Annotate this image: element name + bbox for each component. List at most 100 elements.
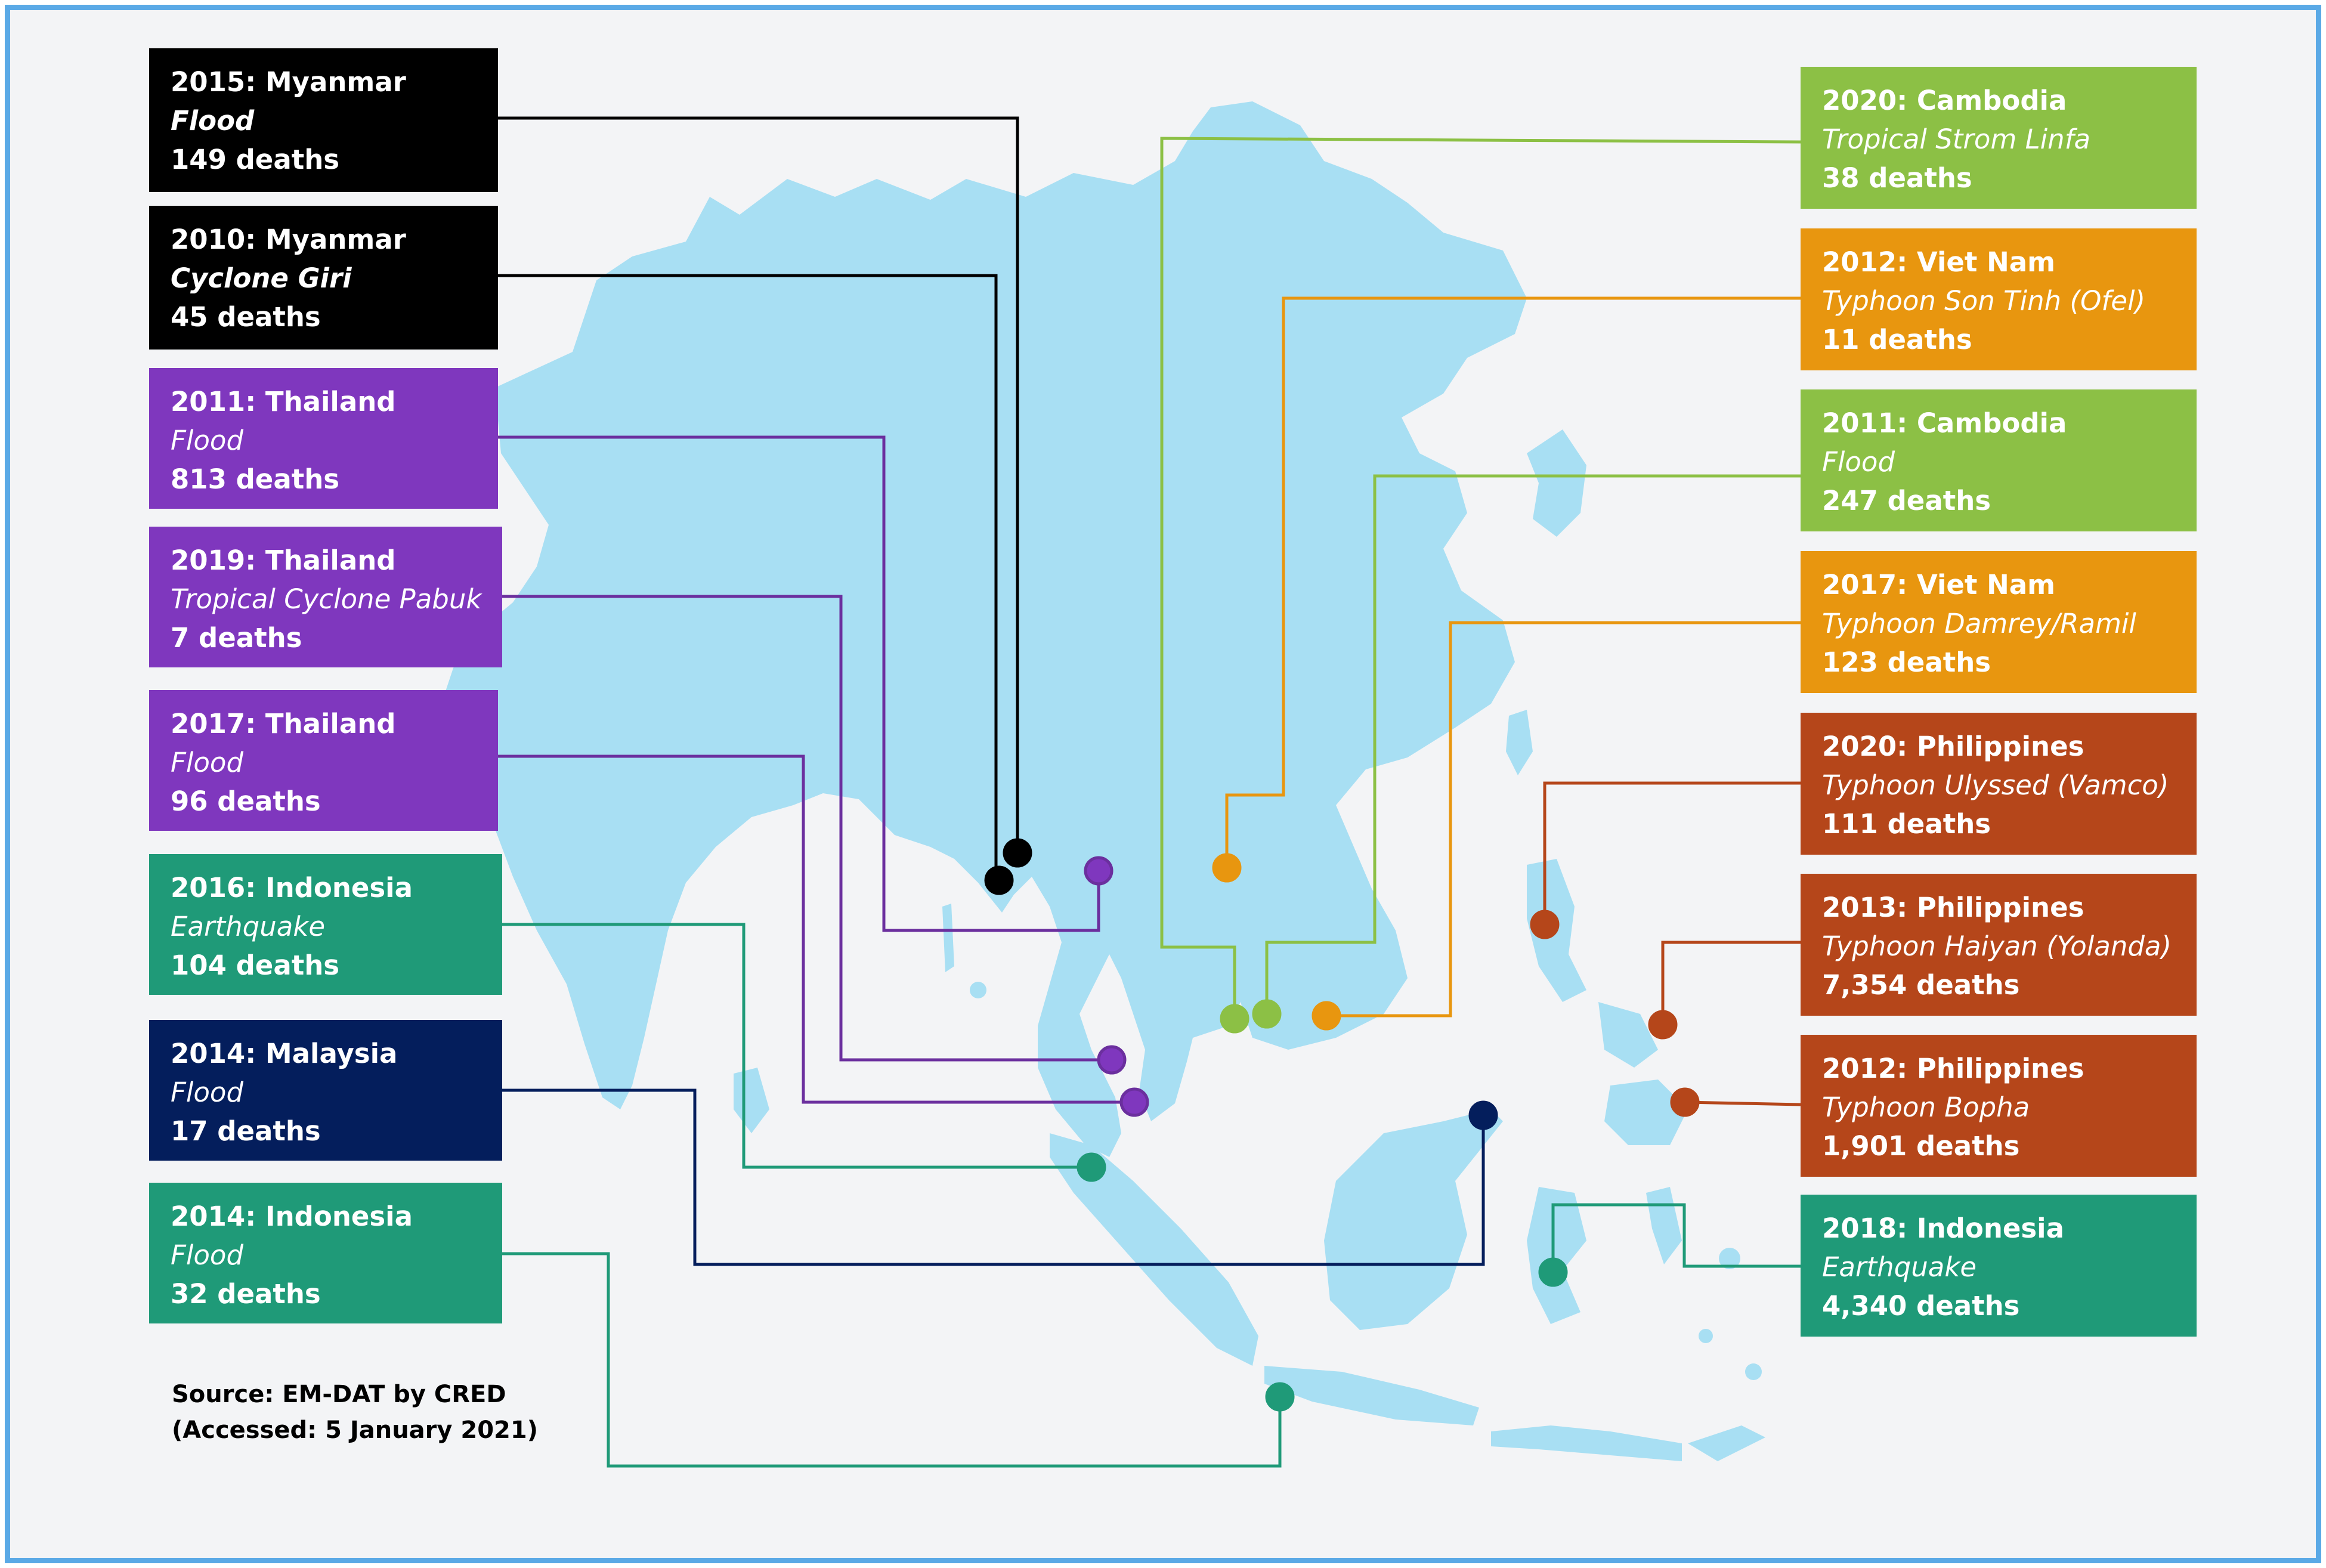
card-year-country: 2010: Myanmar: [171, 224, 406, 255]
card-deaths: 247 deaths: [1822, 485, 1991, 517]
event-marker: [1003, 838, 1032, 868]
event-card-cambodia-2020: 2020: Cambodia Tropical Strom Linfa 38 d…: [1801, 67, 2197, 209]
event-marker: [1119, 1087, 1149, 1117]
event-card-thailand-2017: 2017: Thailand Flood 96 deaths: [149, 690, 498, 831]
islet-5: [1699, 1329, 1713, 1343]
islet-3: [1719, 1248, 1740, 1269]
card-event: Typhoon Bopha: [1822, 1091, 2030, 1123]
event-card-indonesia-2014: 2014: Indonesia Flood 32 deaths: [149, 1183, 502, 1323]
card-deaths: 96 deaths: [171, 785, 321, 817]
java: [1264, 1366, 1479, 1425]
leader-line: [1551, 1203, 1801, 1272]
card-event: Flood: [171, 1239, 244, 1271]
card-deaths: 111 deaths: [1822, 808, 1991, 840]
card-deaths: 7,354 deaths: [1822, 969, 2020, 1001]
card-year-country: 2017: Viet Nam: [1822, 569, 2055, 601]
card-event: Typhoon Ulyssed (Vamco): [1822, 769, 2169, 801]
card-year-country: 2012: Viet Nam: [1822, 246, 2055, 278]
source-note: Source: EM-DAT by CRED (Accessed: 5 Janu…: [172, 1377, 538, 1448]
leader-line: [502, 595, 1112, 1062]
moluccas: [1646, 1187, 1682, 1264]
korea: [1527, 429, 1586, 537]
hainan: [1288, 829, 1342, 871]
card-event: Flood: [171, 425, 244, 456]
card-deaths: 4,340 deaths: [1822, 1290, 2020, 1322]
card-event: Flood: [1822, 446, 1895, 478]
card-year-country: 2013: Philippines: [1822, 892, 2084, 923]
card-event: Cyclone Giri: [171, 262, 352, 294]
card-event: Typhoon Damrey/Ramil: [1822, 608, 2136, 639]
card-event: Typhoon Son Tinh (Ofel): [1822, 285, 2145, 317]
leader-line: [502, 923, 1091, 1169]
card-deaths: 17 deaths: [171, 1115, 321, 1147]
land-areas: [441, 101, 1765, 1461]
borneo: [1324, 1109, 1503, 1330]
sumatra: [1050, 1133, 1258, 1366]
sulawesi: [1527, 1187, 1586, 1324]
card-event: Flood: [171, 105, 255, 137]
card-deaths: 38 deaths: [1822, 162, 1972, 194]
mindanao: [1604, 1080, 1688, 1145]
event-marker: [984, 865, 1014, 895]
card-year-country: 2012: Philippines: [1822, 1053, 2084, 1084]
lesser-sunda: [1491, 1425, 1682, 1461]
leader-line: [1225, 296, 1801, 868]
event-card-malaysia-2014: 2014: Malaysia Flood 17 deaths: [149, 1020, 502, 1161]
event-marker: [1212, 853, 1242, 883]
leader-line: [1160, 137, 1801, 1019]
card-year-country: 2011: Thailand: [171, 386, 396, 417]
card-year-country: 2014: Malaysia: [171, 1038, 398, 1069]
card-year-country: 2014: Indonesia: [171, 1201, 413, 1232]
event-card-vietnam-2012: 2012: Viet Nam Typhoon Son Tinh (Ofel) 1…: [1801, 228, 2197, 370]
event-marker: [1538, 1257, 1568, 1287]
event-card-indonesia-2016: 2016: Indonesia Earthquake 104 deaths: [149, 854, 502, 995]
mainland-asia: [441, 101, 1527, 1157]
card-year-country: 2016: Indonesia: [171, 872, 413, 904]
leader-line: [1543, 781, 1801, 924]
card-year-country: 2020: Cambodia: [1822, 85, 2067, 116]
event-marker: [1670, 1087, 1700, 1117]
andaman-islands: [942, 904, 954, 972]
card-year-country: 2018: Indonesia: [1822, 1213, 2064, 1244]
leader-line: [1661, 941, 1801, 1025]
card-deaths: 1,901 deaths: [1822, 1130, 2020, 1162]
leader-line: [502, 1252, 1282, 1468]
card-event: Earthquake: [1822, 1251, 1977, 1283]
timor: [1688, 1425, 1765, 1461]
card-deaths: 11 deaths: [1822, 324, 1972, 355]
leader-lines: [489, 116, 1801, 1468]
taiwan: [1506, 710, 1533, 775]
card-event: Typhoon Haiyan (Yolanda): [1822, 930, 2172, 962]
leader-line: [489, 754, 1134, 1104]
event-card-thailand-2011: 2011: Thailand Flood 813 deaths: [149, 368, 498, 509]
card-event: Flood: [171, 747, 244, 778]
event-card-thailand-2019: 2019: Thailand Tropical Cyclone Pabuk 7 …: [149, 527, 502, 667]
leader-line: [1265, 474, 1801, 1014]
card-year-country: 2015: Myanmar: [171, 66, 406, 98]
event-card-philippines-2020: 2020: Philippines Typhoon Ulyssed (Vamco…: [1801, 713, 2197, 855]
event-card-indonesia-2018: 2018: Indonesia Earthquake 4,340 deaths: [1801, 1195, 2197, 1337]
card-year-country: 2017: Thailand: [171, 708, 396, 740]
card-deaths: 7 deaths: [171, 622, 302, 654]
card-event: Earthquake: [171, 911, 326, 942]
event-marker: [1084, 856, 1113, 886]
card-year-country: 2020: Philippines: [1822, 731, 2084, 762]
islet-4: [1745, 1363, 1762, 1380]
event-marker: [1648, 1010, 1678, 1040]
event-card-myanmar-2015: 2015: Myanmar Flood 149 deaths: [149, 48, 498, 192]
event-card-myanmar-2010: 2010: Myanmar Cyclone Giri 45 deaths: [149, 206, 498, 350]
event-marker: [1530, 910, 1560, 939]
event-marker: [1077, 1152, 1106, 1182]
card-deaths: 123 deaths: [1822, 647, 1991, 678]
leader-line: [1326, 621, 1801, 1018]
card-deaths: 149 deaths: [171, 144, 340, 175]
event-markers: [984, 838, 1700, 1412]
card-deaths: 45 deaths: [171, 301, 321, 333]
visayas: [1598, 1002, 1658, 1068]
card-year-country: 2019: Thailand: [171, 545, 396, 576]
leader-line: [1684, 1100, 1801, 1106]
card-deaths: 32 deaths: [171, 1278, 321, 1310]
event-marker: [1468, 1100, 1498, 1130]
